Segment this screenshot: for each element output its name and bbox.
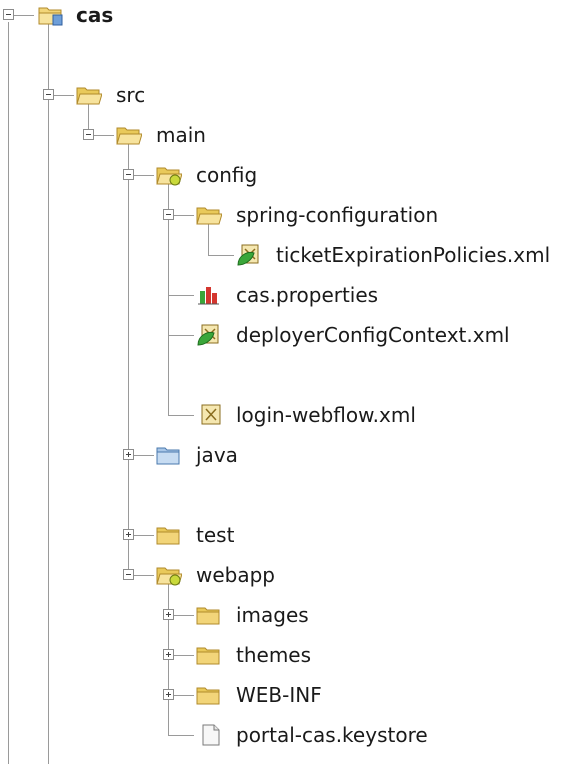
spring-xml-icon [196, 323, 222, 347]
tree-node-label: main [156, 123, 206, 147]
tree-connector [174, 695, 194, 696]
folder-open-icon [76, 83, 102, 107]
expand-toggle[interactable] [163, 609, 174, 620]
tree-node-label: deployerConfigContext.xml [236, 323, 510, 347]
folder-open-icon [116, 123, 142, 147]
collapse-toggle[interactable] [83, 129, 94, 140]
expand-toggle[interactable] [163, 689, 174, 700]
tree-node-label: java [196, 443, 238, 467]
file-icon [198, 723, 224, 747]
tree-guide-line [88, 103, 89, 135]
tree-node-label: test [196, 523, 235, 547]
folder-icon [196, 683, 222, 707]
tree-connector [168, 295, 194, 296]
tree-node-label: config [196, 163, 258, 187]
spring-xml-icon [236, 243, 262, 267]
tree-node-label: login-webflow.xml [236, 403, 416, 427]
tree-node-label: cas [76, 3, 114, 27]
tree-connector [174, 615, 194, 616]
collapse-toggle[interactable] [43, 89, 54, 100]
tree-connector [208, 255, 234, 256]
tree-connector [94, 135, 114, 136]
tree-connector [134, 535, 154, 536]
folder-icon [196, 603, 222, 627]
tree-node-label: webapp [196, 563, 276, 587]
tree-connector [174, 655, 194, 656]
tree-guide-line [8, 22, 9, 764]
tree-guide-line [168, 183, 169, 415]
collapse-toggle[interactable] [123, 169, 134, 180]
tree-connector [54, 95, 74, 96]
tree-connector [134, 175, 154, 176]
expand-toggle[interactable] [123, 529, 134, 540]
tree-connector [134, 575, 154, 576]
expand-toggle[interactable] [123, 449, 134, 460]
tree-guide-line [168, 584, 169, 736]
tree-guide-line [208, 223, 209, 256]
tree-node-label: themes [236, 643, 312, 667]
tree-node-label: cas.properties [236, 283, 379, 307]
tree-connector [14, 15, 34, 16]
folder-icon [156, 523, 182, 547]
source-folder-icon [156, 443, 182, 467]
tree-node-label: ticketExpirationPolicies.xml [276, 243, 551, 267]
collapse-toggle[interactable] [123, 569, 134, 580]
tree-connector [168, 735, 194, 736]
collapse-toggle[interactable] [3, 9, 14, 20]
folder-open-icon [196, 203, 222, 227]
tree-guide-line [48, 22, 49, 764]
properties-icon [196, 283, 222, 307]
expand-toggle[interactable] [163, 649, 174, 660]
tree-connector [168, 335, 194, 336]
collapse-toggle[interactable] [163, 209, 174, 220]
tree-node-label: images [236, 603, 309, 627]
tree-connector [174, 215, 194, 216]
tree-connector [134, 455, 154, 456]
tree-guide-line [128, 143, 129, 578]
tree-node-label: spring-configuration [236, 203, 439, 227]
project-folder-icon [38, 3, 64, 27]
config-folder-icon [156, 163, 182, 187]
xml-file-icon [198, 403, 224, 427]
tree-node-label: portal-cas.keystore [236, 723, 428, 747]
tree-node-label: src [116, 83, 146, 107]
tree-node-label: WEB-INF [236, 683, 322, 707]
config-folder-icon [156, 563, 182, 587]
folder-icon [196, 643, 222, 667]
tree-connector [168, 415, 194, 416]
